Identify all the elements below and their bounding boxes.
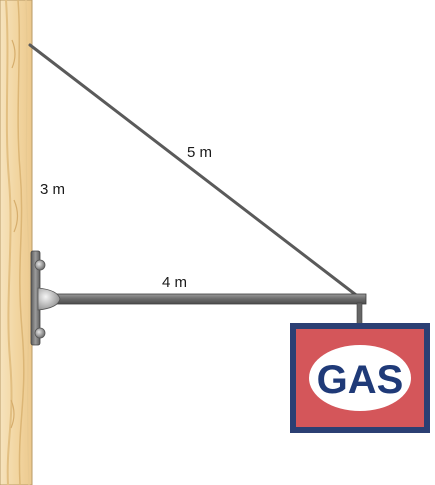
wooden-wall: [0, 0, 33, 485]
wall-height-label: 3 m: [40, 181, 65, 198]
pivot-hinge-icon: [37, 287, 61, 311]
sign-label: GAS: [317, 358, 404, 402]
support-wire: [28, 43, 362, 300]
upper-bolt-icon: [34, 259, 46, 271]
beam-length-label: 4 m: [162, 274, 187, 291]
gas-sign: GAS: [290, 323, 430, 433]
wire-length-label: 5 m: [187, 144, 212, 161]
hanger-rod: [356, 302, 363, 326]
horizontal-beam: [43, 293, 367, 305]
sign-oval: [309, 345, 411, 411]
lower-bolt-icon: [34, 327, 46, 339]
